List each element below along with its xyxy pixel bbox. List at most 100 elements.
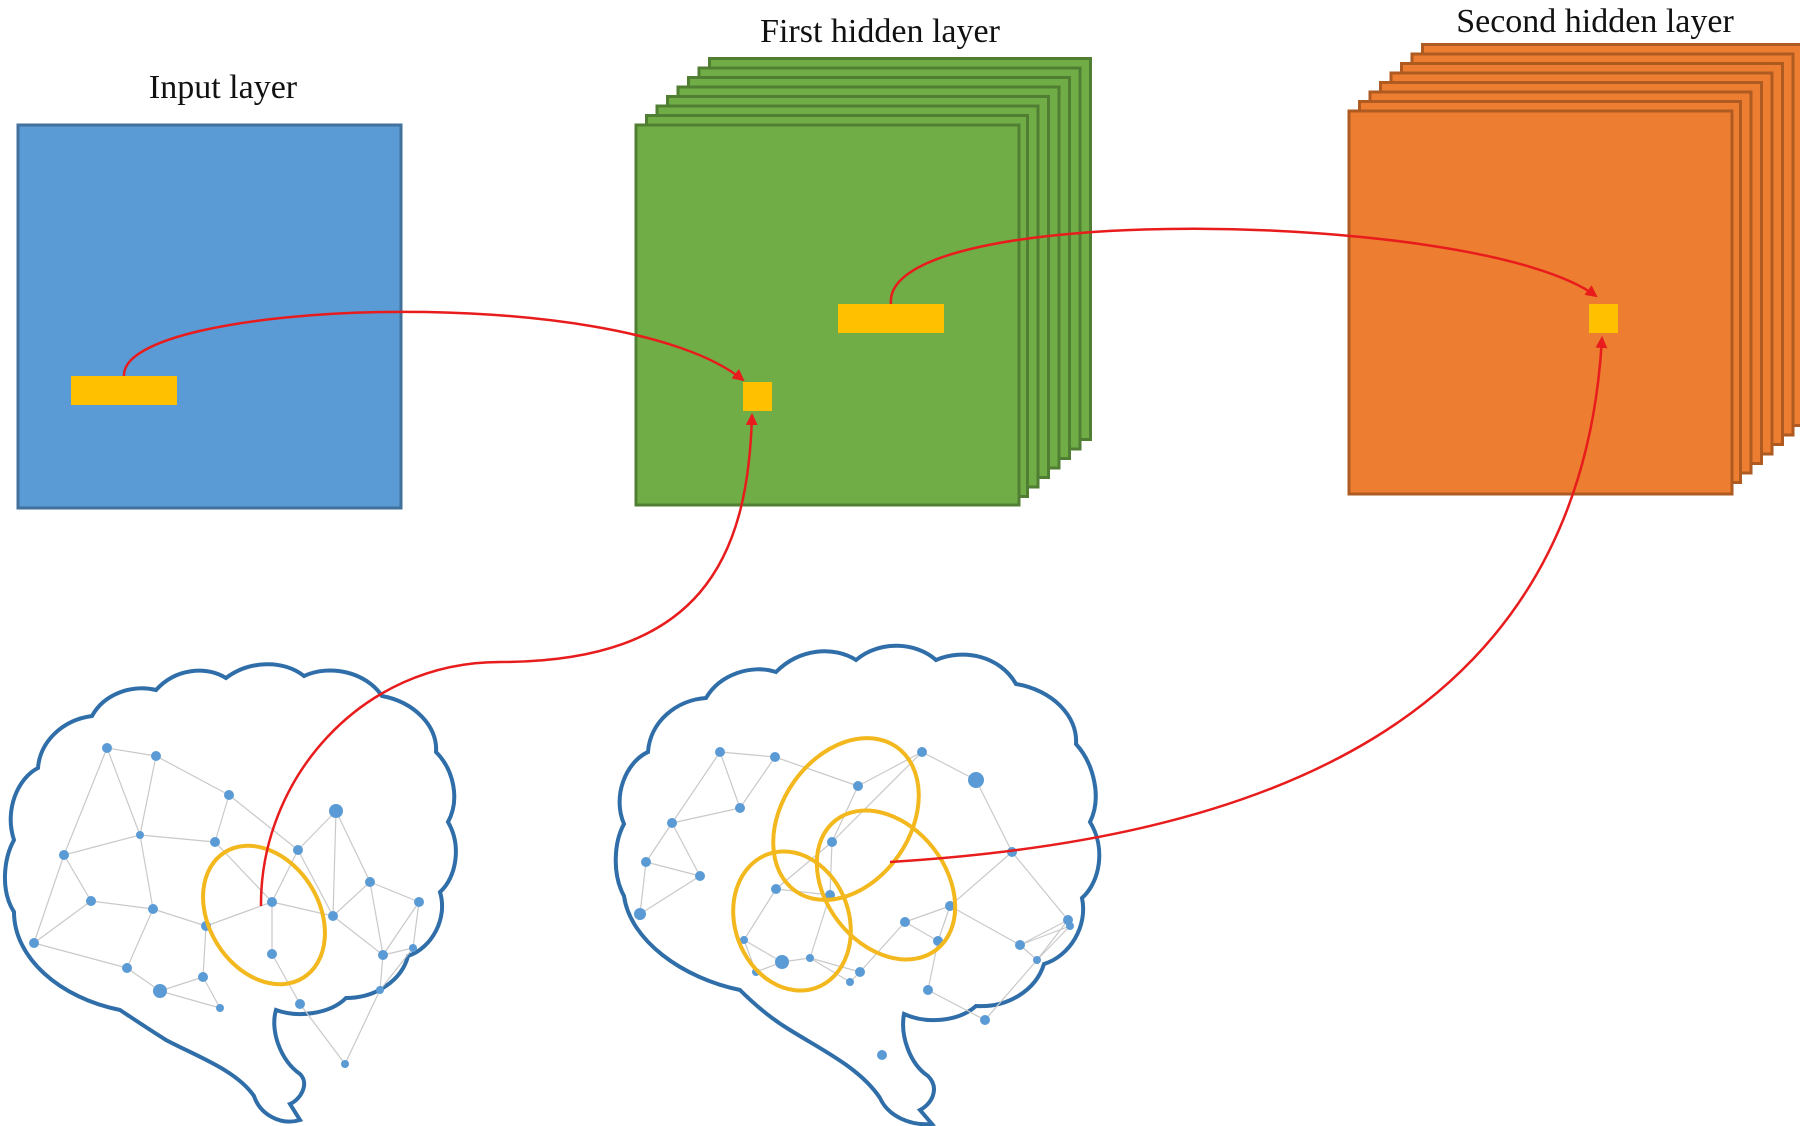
brain-left-mesh-edge (159, 976, 204, 992)
brain-right-mesh-edge (927, 989, 986, 1021)
brain-right-mesh-node (771, 884, 781, 894)
brain-right-mesh-node (853, 781, 863, 791)
brain-right-mesh-edge (984, 959, 1038, 1021)
brain-right-mesh-edge (1019, 919, 1069, 946)
brain-right-mesh-node (846, 978, 854, 986)
brain-right-mesh-edge (739, 756, 776, 809)
brain-left-mesh-edge (139, 834, 216, 843)
brain-right-mesh-node (1015, 940, 1025, 950)
brain-left-mesh-edge (379, 954, 384, 991)
brain-left-mesh-edge (202, 925, 207, 978)
brain-left-mesh-node (59, 850, 69, 860)
brain-left-mesh-node (378, 950, 388, 960)
arrow-first-to-second-hidden (889, 227, 1598, 305)
brain-left-mesh-node (210, 837, 220, 847)
brain-right-mesh-edge (809, 957, 861, 973)
brain-left-mesh-node (86, 896, 96, 906)
brain-right-mesh-edge (975, 779, 1013, 853)
brain-left-mesh-edge (63, 747, 108, 856)
brain-right-mesh-node (775, 955, 789, 969)
brain-right-mesh-node (634, 908, 646, 920)
brain-left-mesh-edge (159, 990, 221, 1009)
brain-right-mesh-node (877, 1050, 887, 1060)
second-hidden-output-unit (1589, 304, 1618, 333)
first-hidden-receptive-field (838, 304, 944, 333)
brain-right-mesh-edge (857, 751, 923, 787)
brain-right-mesh-edge (743, 939, 783, 963)
brain-right-mesh-node (770, 752, 780, 762)
brain-left-mesh-edge (332, 915, 384, 956)
first-hidden-layer-title: First hidden layer (760, 13, 1001, 50)
brain-left-mesh-node (102, 743, 112, 753)
brain-left-mesh-node (122, 963, 132, 973)
brain-left-mesh-edge (152, 908, 207, 927)
brain-right-mesh-node (923, 985, 933, 995)
brain-left-mesh-edge (33, 942, 128, 969)
brain-right-outline (613, 643, 1102, 1126)
brain-left-mesh-node (365, 877, 375, 887)
brain-left-mesh-node (267, 897, 277, 907)
brain-right-mesh-edge (719, 751, 776, 758)
brain-left-mesh-edge (412, 901, 420, 949)
brain-left-mesh-edge (33, 900, 92, 944)
brain-left-mesh-edge (369, 881, 420, 903)
brain-left-mesh-node (136, 831, 144, 839)
brain-left-mesh-edge (344, 989, 381, 1065)
brain-left-mesh-edge (271, 849, 299, 903)
brain-left-mesh-edge (106, 747, 157, 757)
brain-left-mesh-node (409, 944, 417, 952)
brain-right-mesh-edge (1011, 851, 1069, 921)
first-hidden-layer-plane (634, 123, 1021, 507)
second-hidden-layer-title: Second hidden layer (1456, 3, 1734, 40)
brain-right-highlight-ellipse-left (731, 849, 853, 993)
connections (122, 227, 1608, 907)
arrow-brain-right-to-second-hidden (889, 336, 1608, 864)
brain-right-mesh-edge (1019, 925, 1071, 946)
first-hidden-output-unit (743, 382, 772, 411)
brain-right-mesh-edge (859, 921, 906, 973)
brain-right-mesh-edge (921, 751, 977, 781)
brain-right-mesh-node (827, 837, 837, 847)
brain-left-highlight-ellipse (201, 843, 327, 987)
brain-left-mesh-node (148, 904, 158, 914)
brain-right-mesh-edge (829, 841, 833, 896)
brain-left-mesh-node (329, 804, 343, 818)
brain-left-mesh-node (198, 972, 208, 982)
brain-left-mesh-edge (299, 1003, 346, 1065)
brain-right-mesh-edge (645, 861, 701, 877)
brain-left-mesh-edge (382, 901, 420, 956)
brain-left-mesh-node (216, 1004, 224, 1012)
brain-right-mesh-node (900, 917, 910, 927)
input-layer-plane (16, 123, 403, 510)
brain-left-mesh-node (224, 790, 234, 800)
brain-right-mesh-edge (671, 807, 741, 824)
first-hidden-layer-front (634, 123, 1021, 507)
brain-right-mesh-edge (904, 921, 939, 942)
brain-right-mesh-node (968, 772, 984, 788)
brain-left-mesh-edge (63, 834, 141, 856)
brain-right-mesh-node (715, 747, 725, 757)
brain-right-mesh-node (735, 803, 745, 813)
arrow-input-to-first-hidden (122, 310, 745, 382)
brain-right-mesh-edge (949, 905, 1021, 946)
brain-right-network (634, 747, 1074, 1060)
brain-right-mesh-edge (1036, 919, 1069, 961)
brain-right-mesh-edge (937, 905, 951, 942)
brain-left-mesh-edge (297, 849, 334, 917)
arrow-brain-left-to-first-hidden (259, 413, 758, 907)
brain-right-mesh-edge (671, 751, 721, 824)
brain-left-mesh-edge (139, 834, 154, 910)
brain-right-mesh-edge (949, 851, 1013, 907)
brain-left-mesh-node (153, 984, 167, 998)
brain-left-mesh-node (29, 938, 39, 948)
brain-right-mesh-edge (831, 751, 923, 843)
brain-left-mesh-node (293, 845, 303, 855)
brain-right-mesh-node (806, 954, 814, 962)
brain-right (613, 643, 1102, 1126)
brain-left-mesh-node (267, 949, 277, 959)
brain-right-mesh-edge (904, 905, 951, 923)
brain-right-mesh-node (695, 871, 705, 881)
brain-right-mesh-edge (671, 822, 701, 877)
brain-left-mesh-edge (106, 747, 141, 836)
brain-left-mesh-edge (33, 854, 65, 944)
